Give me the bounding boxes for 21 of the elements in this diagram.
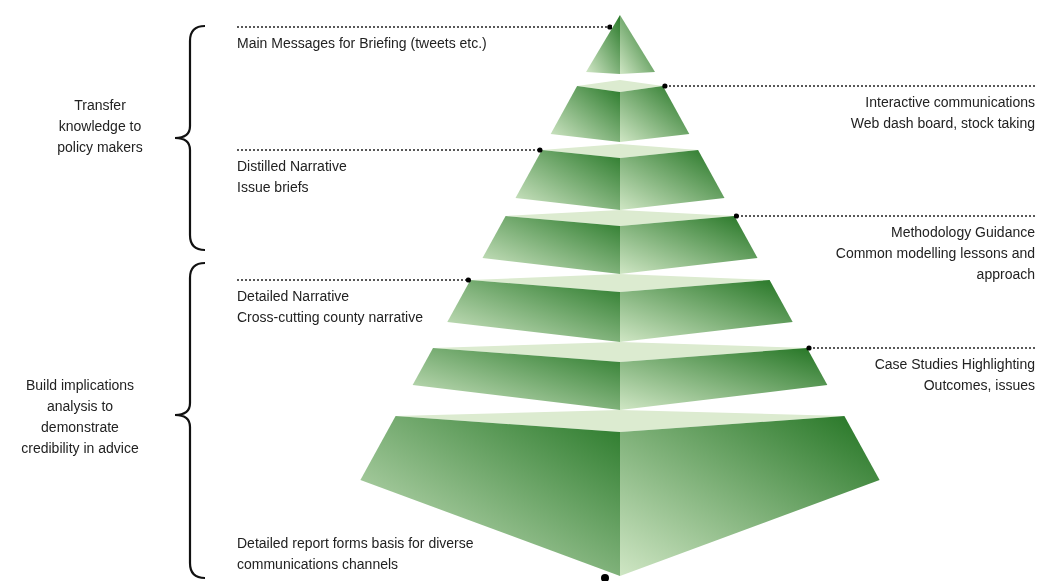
pyramid-apex xyxy=(586,15,655,74)
leader-line xyxy=(236,277,471,283)
leader-line xyxy=(733,213,1036,219)
tier-description: Distilled Narrative Issue briefs xyxy=(237,151,487,198)
leader-line xyxy=(236,24,613,30)
pyramid-tier xyxy=(412,342,828,410)
pyramid-tier xyxy=(482,210,758,274)
group-label: Build implications analysis to demonstrate credibility in advice xyxy=(20,376,140,458)
pyramid-tier xyxy=(550,80,690,142)
leader-line xyxy=(806,345,1036,351)
group-label: Transfer knowledge to policy makers xyxy=(56,96,144,157)
tier-description: Methodology Guidance Common modelling lessons and approach xyxy=(815,217,1035,285)
tier-description: Detailed Narrative Cross-cutting county narrative xyxy=(237,281,427,328)
tier-description: Detailed report forms basis for diverse communications channels xyxy=(237,534,475,574)
tier-description: Case Studies Highlighting Outcomes, issues xyxy=(840,349,1035,396)
leader-line xyxy=(662,83,1036,89)
tier-description: Interactive communications Web dash board, stock taking xyxy=(790,87,1035,134)
leader-line xyxy=(236,147,543,153)
tier-description: Main Messages for Briefing (tweets etc.) xyxy=(237,28,567,54)
pyramid-tier xyxy=(515,144,725,210)
pyramid-tier xyxy=(447,274,793,342)
